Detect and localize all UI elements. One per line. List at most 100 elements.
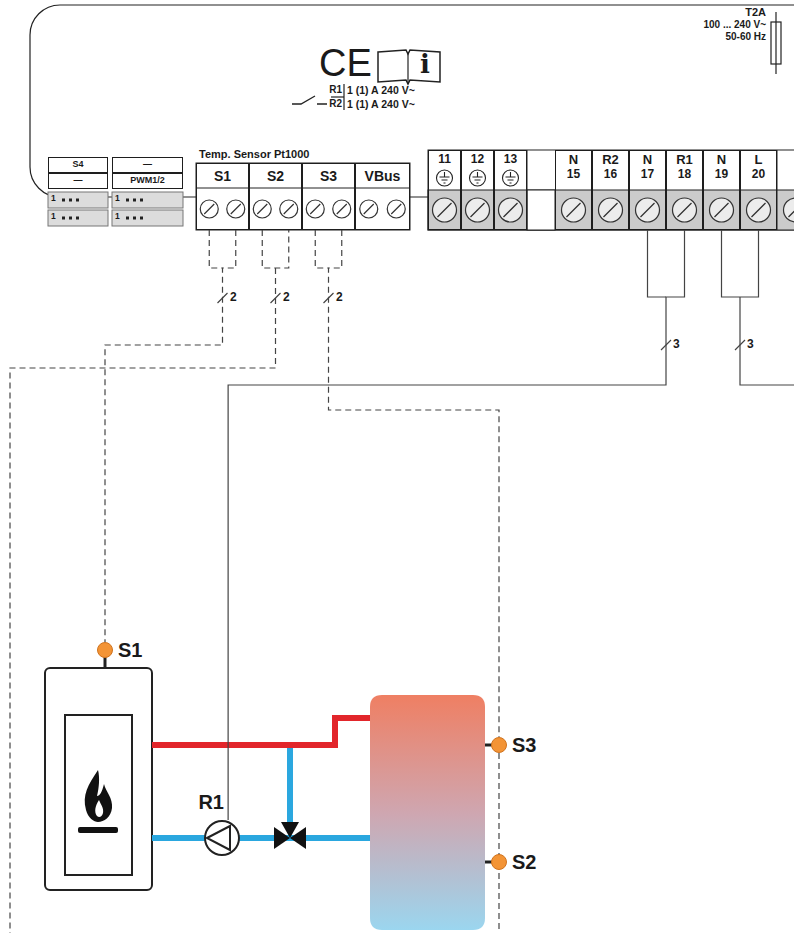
terminal-label: N — [717, 153, 726, 168]
combustion-chamber — [65, 715, 132, 875]
sensor-dot — [97, 642, 113, 658]
bypass-pipe — [287, 748, 293, 826]
terminal-cell: 13 — [494, 150, 527, 230]
sensor-wire — [10, 230, 289, 933]
terminal-label: VBus — [365, 168, 401, 184]
wire-count: 3 — [747, 338, 754, 352]
terminal-cell: N19 — [703, 150, 740, 230]
pin-headers — [48, 157, 183, 226]
sensor-circle — [98, 643, 113, 658]
manual-icon — [378, 50, 440, 84]
pin — [140, 199, 143, 202]
fuse-body — [771, 22, 781, 64]
sensor-circle — [492, 738, 507, 753]
pin-header — [112, 210, 183, 226]
info-letter: i — [420, 50, 430, 80]
terminal-cell: S3 — [302, 163, 355, 230]
pin-header — [48, 192, 108, 208]
mains-wire — [722, 230, 794, 385]
pin — [126, 199, 129, 202]
pin — [76, 217, 79, 220]
sensor-block-title: Temp. Sensor Pt1000 — [199, 148, 309, 161]
terminal-label: 19 — [715, 168, 728, 182]
flame — [85, 770, 112, 822]
storage-tank — [370, 695, 485, 930]
terminal-cell: 11 — [428, 150, 461, 230]
sensor-label: S3 — [512, 734, 536, 757]
pin-number: 1 — [115, 194, 120, 204]
pump-outline — [204, 820, 240, 856]
header-ground — [48, 157, 183, 189]
controller-housing — [30, 5, 794, 197]
pin-number: 1 — [51, 212, 56, 222]
wire-count: 3 — [673, 338, 680, 352]
terminal-label: 16 — [604, 168, 617, 182]
terminal-label: 20 — [752, 168, 765, 182]
fuse-line — [775, 12, 776, 74]
fuse-symbol — [771, 12, 781, 74]
sensor-label: S2 — [512, 851, 536, 874]
terminal-divider — [196, 188, 410, 189]
terminal-label: L — [755, 153, 763, 168]
terminal-cell: PWM1/2 — [112, 173, 183, 189]
pin — [133, 217, 136, 220]
ground-sign — [440, 172, 516, 183]
temperature-sensor: S1 — [97, 642, 113, 658]
burner — [78, 827, 118, 833]
relay-symbol — [292, 84, 344, 110]
wiring — [10, 230, 794, 933]
ground-symbols — [437, 170, 519, 186]
pump-circle — [205, 821, 239, 855]
temperature-sensor: S2 — [491, 854, 507, 870]
valve-body — [281, 822, 299, 838]
terminal-label: N — [569, 153, 578, 168]
terminal-label: — — [74, 175, 83, 185]
terminal-label: R1 — [676, 153, 693, 168]
book-spine — [407, 54, 408, 84]
pin — [126, 217, 129, 220]
pump-label: R1 — [198, 791, 224, 814]
screw — [784, 198, 794, 222]
boiler — [45, 668, 152, 890]
terminal-cell: 12 — [461, 150, 494, 230]
terminal-label: N — [643, 153, 652, 168]
pin — [62, 217, 65, 220]
sensor-wire — [223, 230, 236, 268]
mains-wire — [648, 230, 667, 297]
hydraulic-scheme — [45, 657, 492, 930]
sensor-circle — [492, 855, 507, 870]
pin — [69, 217, 72, 220]
sensor-terminal-block — [196, 163, 410, 230]
pump-impeller — [207, 826, 230, 850]
rating-divider — [331, 96, 344, 97]
wire-count: 2 — [283, 291, 290, 305]
pin — [133, 199, 136, 202]
terminal-cell: N17 — [629, 150, 666, 230]
terminal-label: S1 — [214, 168, 231, 184]
relay-rating: 1 (1) A 240 V~ — [347, 84, 415, 96]
temperature-sensor: S3 — [491, 737, 507, 753]
terminal-label: PWM1/2 — [130, 175, 165, 185]
terminal-frame — [428, 150, 794, 230]
terminal-frame — [196, 163, 410, 230]
terminal-label: R2 — [602, 153, 619, 168]
fuse-rating: T2A — [745, 6, 766, 19]
terminal-cell: R118 — [666, 150, 703, 230]
pin-number: 1 — [51, 194, 56, 204]
flow-pipe — [152, 718, 370, 745]
pin-header — [112, 192, 183, 208]
pump-symbol: R1 — [204, 820, 240, 856]
pin — [62, 199, 65, 202]
sensor-stub — [485, 861, 492, 864]
terminal-label: S2 — [267, 168, 284, 184]
terminal-cell: — — [48, 173, 108, 189]
three-way-valve — [274, 822, 306, 849]
sensor-wire — [105, 230, 223, 642]
wire-count: 2 — [336, 291, 343, 305]
terminal-label: S3 — [320, 168, 337, 184]
terminal-cell: N15 — [555, 150, 592, 230]
terminal-cell: VBus — [355, 163, 410, 230]
supply-frequency: 50-60 Hz — [725, 31, 766, 43]
relay-name: R2 — [329, 98, 342, 110]
